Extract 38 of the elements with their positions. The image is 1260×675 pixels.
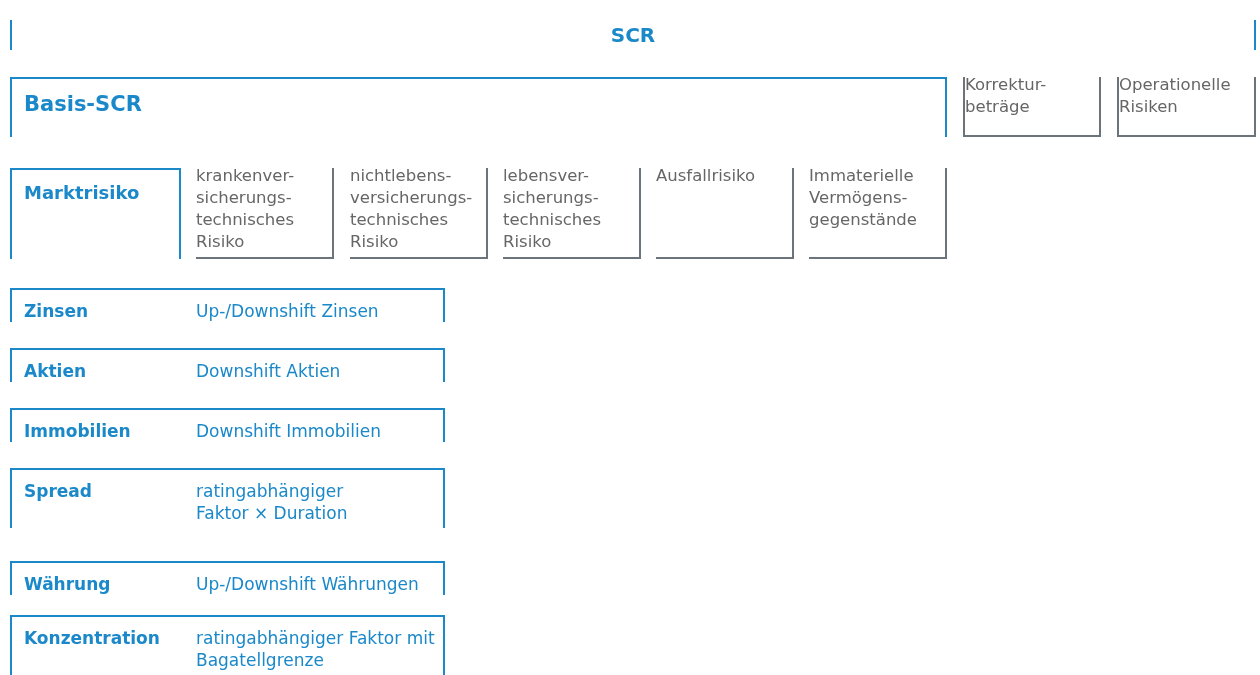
module-label: nichtlebens- versicherungs- technisches Risiko	[350, 165, 474, 253]
risk-label: Immobilien	[24, 420, 131, 442]
risk-label: Konzentration	[24, 627, 160, 649]
risk-label: Zinsen	[24, 300, 88, 322]
submodule-row	[10, 348, 445, 382]
shock-description: Up-/Downshift Zinsen	[196, 300, 380, 322]
submodule-row	[10, 288, 445, 322]
risk-label: Aktien	[24, 360, 87, 382]
risk-label: Spread	[24, 480, 92, 502]
module-box	[809, 168, 947, 259]
module-label: lebensver- sicherungs- technisches Risiko	[503, 165, 603, 253]
module-box	[656, 168, 794, 259]
module-box	[196, 168, 334, 259]
module-label: Korrektur- beträge	[965, 74, 1048, 118]
total-box	[10, 20, 1256, 50]
module-label: krankenver- sicherungs- technisches Risiko	[196, 165, 296, 253]
submodule-row	[10, 561, 445, 595]
category-box	[10, 168, 181, 259]
module-label: Operationelle Risiken	[1119, 74, 1232, 118]
module-box	[503, 168, 641, 259]
risk-label: Währung	[24, 573, 111, 595]
shock-description: Up-/Downshift Währungen	[196, 573, 420, 595]
shock-description: ratingabhängiger Faktor × Duration	[196, 480, 349, 524]
submodule-row	[10, 408, 445, 442]
module-label: Ausfallrisiko	[656, 165, 757, 187]
shock-description: Downshift Immobilien	[196, 420, 382, 442]
shock-description: Downshift Aktien	[196, 360, 342, 382]
heading: Marktrisiko	[24, 182, 140, 204]
submodule-row	[10, 615, 445, 675]
module-label: Immaterielle Vermögens- gegenstände	[809, 165, 918, 231]
module-box	[1117, 77, 1256, 137]
module-box	[963, 77, 1101, 137]
category-box	[10, 77, 947, 137]
module-box	[350, 168, 488, 259]
heading: SCR	[609, 24, 657, 46]
heading: Basis-SCR	[24, 93, 142, 115]
shock-description: ratingabhängiger Faktor mit Bagatellgrenze	[196, 627, 436, 671]
submodule-row	[10, 468, 445, 528]
